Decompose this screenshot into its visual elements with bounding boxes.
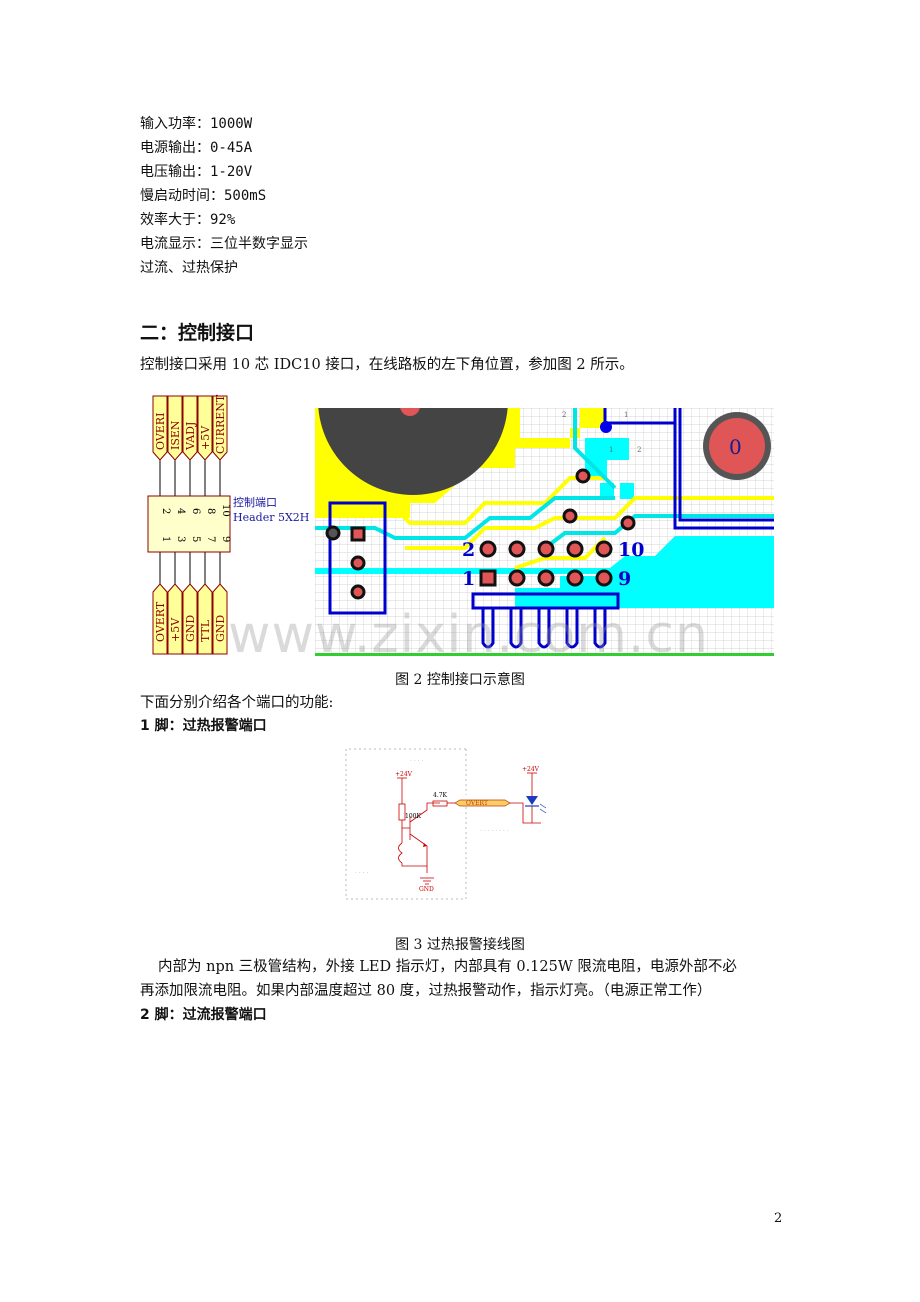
pin-9: 9 bbox=[220, 536, 231, 542]
header-part: Header 5X2H bbox=[233, 511, 309, 524]
pcb-label-2: 2 bbox=[462, 539, 475, 561]
spec-current-output: 电源输出：0-45A bbox=[140, 140, 253, 156]
gnd-label: GND bbox=[419, 886, 434, 893]
svg-text:. . . .: . . . . bbox=[410, 756, 423, 763]
header-name: 控制端口 bbox=[233, 495, 277, 509]
bottom-label-overt: OVERT bbox=[154, 601, 167, 642]
pin-8: 8 bbox=[205, 508, 216, 514]
header-body bbox=[147, 495, 231, 553]
spec-protection: 过流、过热保护 bbox=[140, 260, 238, 276]
spec-efficiency: 效率大于：92% bbox=[140, 212, 236, 228]
description-line-2: 再添加限流电阻。如果内部温度超过 80 度，过热报警动作，指示灯亮。（电源正常工… bbox=[140, 983, 712, 999]
figure-3-caption: 图 3 过热报警接线图 bbox=[395, 937, 525, 953]
watermark: www.zixin.com.cn bbox=[228, 605, 709, 665]
intro-paragraph: 控制接口采用 10 芯 IDC10 接口，在线路板的左下角位置，参加图 2 所示… bbox=[140, 357, 634, 373]
pin-3: 3 bbox=[175, 536, 186, 542]
bottom-label-gnd1: GND bbox=[184, 615, 197, 642]
ports-intro: 下面分别介绍各个端口的功能: bbox=[140, 695, 334, 711]
pin-1: 1 bbox=[160, 536, 171, 542]
overheat-circuit-diagram: . . . . . . . . . . . . . . . . +24V +24… bbox=[345, 748, 547, 900]
svg-text:. . . .: . . . . bbox=[355, 868, 368, 875]
header-5x2-diagram: OVERI ISEN VADJ +5V CURRENT OVERT +5V GN… bbox=[147, 394, 309, 655]
pcb-label-10: 10 bbox=[618, 539, 644, 561]
spec-soft-start: 慢启动时间：500mS bbox=[140, 188, 267, 204]
spec-current-display: 电流显示：三位半数字显示 bbox=[140, 236, 308, 252]
top-label-vadj: VADJ bbox=[184, 422, 197, 451]
overt-net-label: OVERT bbox=[466, 800, 488, 807]
pcb-small-label-c: 1 bbox=[609, 446, 613, 454]
pin1-heading: 1 脚：过热报警端口 bbox=[140, 718, 267, 734]
spec-input-power: 输入功率：1000W bbox=[140, 116, 253, 132]
top-label-isen: ISEN bbox=[169, 420, 182, 450]
top-label-current: CURRENT bbox=[214, 394, 227, 454]
pin-4: 4 bbox=[175, 508, 186, 514]
pin-5: 5 bbox=[190, 536, 201, 542]
pcb-small-label-d: 2 bbox=[637, 446, 641, 454]
top-label-5v: +5V bbox=[199, 425, 212, 450]
top-label-overi: OVERI bbox=[154, 413, 167, 450]
pin-7: 7 bbox=[205, 536, 216, 542]
pcb-small-label-a: 2 bbox=[562, 411, 566, 419]
pcb-small-label-b: 1 bbox=[624, 411, 628, 419]
pin-2: 2 bbox=[160, 508, 171, 514]
vcc-label-2: +24V bbox=[522, 766, 540, 773]
vcc-label-1: +24V bbox=[395, 771, 413, 778]
pin-6: 6 bbox=[190, 508, 201, 514]
description-line-1: 内部为 npn 三极管结构，外接 LED 指示灯，内部具有 0.125W 限流电… bbox=[158, 959, 737, 975]
pin2-heading: 2 脚：过流报警端口 bbox=[140, 1007, 267, 1023]
section-title: 二：控制接口 bbox=[140, 322, 255, 344]
pin-10: 10 bbox=[220, 504, 231, 517]
overt-net-label-shape bbox=[454, 799, 511, 807]
pcb-label-9: 9 bbox=[618, 568, 631, 590]
pcb-layout-image: 0 2 10 1 9 2 1 1 2 bbox=[315, 408, 774, 656]
pcb-pad-label: 0 bbox=[729, 435, 742, 459]
bottom-label-ttl: TTL bbox=[199, 619, 212, 642]
page-number: 2 bbox=[774, 1211, 783, 1226]
figure-2-caption: 图 2 控制接口示意图 bbox=[395, 672, 525, 688]
pcb-label-1: 1 bbox=[462, 568, 475, 590]
bottom-label-gnd2: GND bbox=[214, 615, 227, 642]
resistor-label-100k: 100K bbox=[405, 813, 421, 820]
spec-voltage-output: 电压输出：1-20V bbox=[140, 164, 253, 180]
svg-text:. . . . . . . .: . . . . . . . . bbox=[480, 826, 509, 833]
resistor-label-4k7: 4.7K bbox=[433, 792, 448, 799]
bottom-label-5v: +5V bbox=[169, 617, 182, 642]
